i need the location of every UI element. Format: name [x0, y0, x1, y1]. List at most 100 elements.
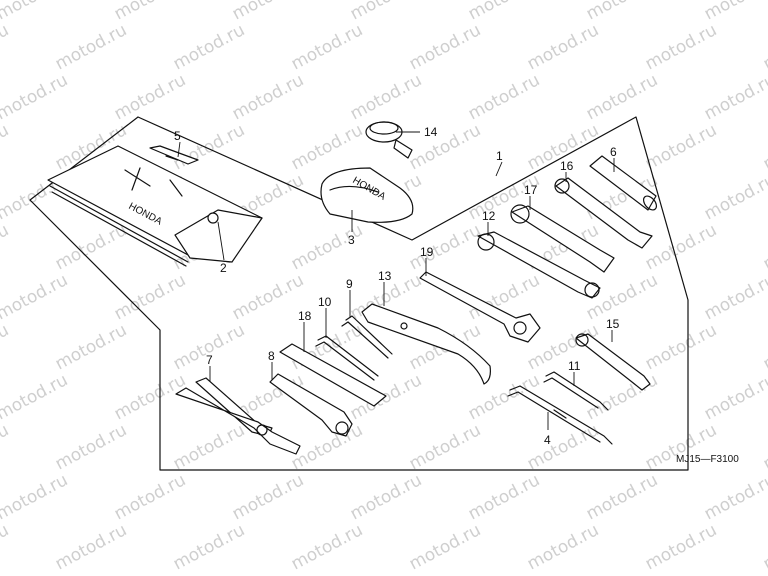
enclosure-outline [29, 116, 689, 471]
watermark-text: motod.ru [583, 270, 661, 324]
wrench-16 [554, 177, 653, 249]
watermark-text: motod.ru [0, 220, 12, 274]
wrench-12 [477, 231, 601, 299]
watermark-text: motod.ru [0, 420, 12, 474]
watermark-text: motod.ru [760, 320, 768, 374]
watermark-text: motod.ru [170, 420, 248, 474]
tool-case: HONDA [320, 167, 414, 223]
watermark-text: motod.ru [52, 20, 130, 74]
wrench-15 [575, 333, 651, 391]
watermark-text: motod.ru [642, 20, 720, 74]
watermark-text: motod.ru [111, 370, 189, 424]
watermark-text: motod.ru [0, 270, 71, 324]
watermark-text: motod.ru [583, 370, 661, 424]
callout-1: 1 [496, 149, 503, 163]
watermark-text: motod.ru [170, 20, 248, 74]
watermark-text: motod.ru [229, 70, 307, 124]
watermark-text: motod.ru [760, 520, 768, 574]
watermark-text: motod.ru [288, 520, 366, 574]
watermark-text: motod.ru [170, 520, 248, 574]
callouts: 1 2 3 4 5 6 7 8 9 10 11 12 13 14 15 16 1… [174, 125, 620, 447]
watermark-text: motod.ru [583, 70, 661, 124]
screwdriver-11 [543, 371, 609, 411]
watermark-text: motod.ru [701, 270, 768, 324]
watermark-text: motod.ru [170, 120, 248, 174]
extension-bar [279, 343, 387, 407]
callout-5: 5 [174, 129, 181, 143]
watermark-text: motod.ru [406, 220, 484, 274]
watermark-text: motod.ru [52, 520, 130, 574]
callout-2: 2 [220, 261, 227, 275]
watermark-text: motod.ru [0, 0, 71, 24]
watermark-text: motod.ru [583, 470, 661, 524]
watermark-text: motod.ru [288, 20, 366, 74]
watermark-text: motod.ru [465, 470, 543, 524]
callout-15: 15 [606, 317, 620, 331]
watermark-text: motod.ru [347, 70, 425, 124]
watermark-text: motod.ru [0, 120, 12, 174]
callout-18: 18 [298, 309, 312, 323]
callout-19: 19 [420, 245, 434, 259]
watermark-text: motod.ru [760, 120, 768, 174]
watermark-text: motod.ru [465, 370, 543, 424]
callout-13: 13 [378, 269, 392, 283]
callout-17: 17 [524, 183, 538, 197]
callout-9: 9 [346, 277, 353, 291]
watermark-text: motod.ru [583, 0, 661, 24]
watermark-text: motod.ru [288, 220, 366, 274]
watermark-text: motod.ru [52, 420, 130, 474]
watermark-text: motod.ru [701, 370, 768, 424]
watermark-text: motod.ru [760, 220, 768, 274]
screwdriver-handle [589, 155, 658, 211]
watermark-text: motod.ru [0, 520, 12, 574]
watermark-text: motod.ru [465, 0, 543, 24]
watermark-text: motod.ru [760, 20, 768, 74]
watermark-text: motod.ru [406, 520, 484, 574]
plug-wrench [269, 373, 353, 437]
callout-16: 16 [560, 159, 574, 173]
watermark-text: motod.ru [111, 270, 189, 324]
callout-8: 8 [268, 349, 275, 363]
callout-10: 10 [318, 295, 332, 309]
watermark-text: motod.ru [0, 320, 12, 374]
callout-7: 7 [206, 353, 213, 367]
watermark-text: motod.ru [524, 520, 602, 574]
watermark-text: motod.ru [642, 520, 720, 574]
watermark-text: motod.ru [406, 20, 484, 74]
watermark-text: motod.ru [52, 320, 130, 374]
callout-4: 4 [544, 433, 551, 447]
watermark-text: motod.ru [347, 470, 425, 524]
band [149, 145, 199, 165]
pliers [175, 377, 301, 455]
watermark-text: motod.ru [111, 470, 189, 524]
watermark-text: motod.ru [111, 70, 189, 124]
callout-14: 14 [424, 125, 438, 139]
tool-bag: HONDA [47, 145, 263, 267]
watermark-text: motod.ru [642, 420, 720, 474]
tool-knob [365, 121, 413, 159]
watermark-text: motod.ru [406, 420, 484, 474]
watermark-text: motod.ru [701, 170, 768, 224]
watermark-text: motod.ru [701, 70, 768, 124]
diagram-code: MJ15—F3100 [676, 454, 739, 465]
watermark-text: motod.ru [760, 420, 768, 474]
pin-spanner [419, 271, 541, 343]
watermark-text: motod.ru [229, 470, 307, 524]
callout-6: 6 [610, 145, 617, 159]
screwdriver-4 [507, 385, 613, 445]
hook-spanner [361, 303, 491, 385]
watermark-text: motod.ru [642, 320, 720, 374]
watermark-text: motod.ru [642, 220, 720, 274]
watermark-text: motod.ru [701, 470, 768, 524]
watermark-text: motod.ru [347, 0, 425, 24]
leader-lines [177, 131, 615, 430]
wrench-17 [510, 204, 615, 273]
watermark-text: motod.ru [406, 120, 484, 174]
watermark-text: motod.ru [524, 20, 602, 74]
callout-11: 11 [568, 359, 581, 373]
watermark-text: motod.ru [465, 70, 543, 124]
watermark-text: motod.ru [229, 0, 307, 24]
callout-3: 3 [348, 233, 355, 247]
